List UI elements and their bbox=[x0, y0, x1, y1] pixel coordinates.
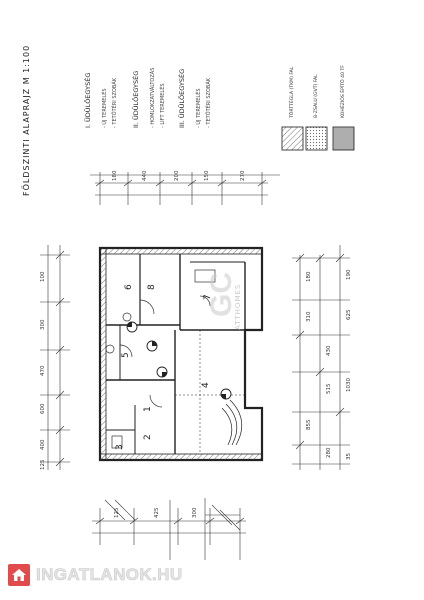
legend-swatch-dots bbox=[305, 126, 328, 151]
house-icon bbox=[8, 564, 30, 586]
dimension-label-left: 470 bbox=[40, 365, 46, 376]
dimension-label-right-outer: 625 bbox=[346, 309, 352, 320]
unit-2-item: - HOMLOKZATVÁLTOZÁS bbox=[150, 67, 156, 128]
room-label: 1 bbox=[143, 406, 153, 412]
plan-title: FÖLDSZINTI ALAPRAJZ M 1:100 bbox=[22, 44, 31, 196]
dimension-label-left: 400 bbox=[40, 439, 46, 450]
legend-label-dense: KOHÉZIÓS ÉPÍTŐ 40 TF bbox=[341, 65, 346, 118]
dimension-label-top: 270 bbox=[240, 170, 246, 181]
room-label: 4 bbox=[201, 382, 211, 388]
room-label: 7 bbox=[203, 294, 213, 300]
unit-1-item: - TETŐTÉRI SZOBÁK bbox=[112, 77, 118, 128]
legend bbox=[281, 126, 355, 151]
dimension-label-right-inner: 310 bbox=[306, 311, 312, 322]
room-label: 8 bbox=[147, 284, 157, 290]
left-dimension-chain bbox=[40, 245, 70, 470]
dimension-label-bottom: 425 bbox=[154, 507, 160, 518]
unit-2-title: II. ÜDÜLŐEGYSÉG bbox=[132, 70, 140, 128]
unit-3-item: - TETŐTÉRI SZOBÁK bbox=[206, 77, 212, 128]
bottom-dimension-chain bbox=[92, 508, 246, 560]
dimension-label-right-inner: 280 bbox=[326, 447, 332, 458]
dimension-label-right-inner: 180 bbox=[306, 271, 312, 282]
dimension-label-right-outer: 35 bbox=[346, 453, 352, 460]
unit-1-item: - ÚJ TEREMELÉS bbox=[102, 88, 108, 128]
unit-3-title: III. ÜDÜLŐEGYSÉG bbox=[178, 68, 186, 128]
site-logo[interactable]: INGATLANOK.HU bbox=[8, 561, 205, 589]
logo-text: INGATLANOK.HU bbox=[36, 565, 183, 585]
dimension-label-bottom: 300 bbox=[192, 507, 198, 518]
top-dimension-chain bbox=[95, 172, 268, 205]
unit-3-item: - ÚJ TEREMELÉS bbox=[196, 88, 202, 128]
dimension-label-left: 125 bbox=[40, 459, 46, 470]
dimension-label-right-inner: 515 bbox=[326, 383, 332, 394]
dimension-label-top: 180 bbox=[112, 170, 118, 181]
dimension-label-left: 600 bbox=[40, 403, 46, 414]
watermark-subtext: ATTHOMES bbox=[234, 283, 242, 330]
dimension-label-top: 200 bbox=[174, 170, 180, 181]
dimension-label-bottom: 125 bbox=[114, 507, 120, 518]
section-markers bbox=[126, 321, 232, 400]
dimension-label-left: 300 bbox=[40, 319, 46, 330]
room-label: 6 bbox=[124, 284, 134, 290]
fixtures bbox=[105, 269, 216, 449]
unit-1-title: I. ÜDÜLŐEGYSÉG bbox=[84, 72, 92, 128]
detail-drawing bbox=[104, 498, 241, 560]
dimension-label-right-outer: 190 bbox=[346, 269, 352, 280]
right-dimension-chain bbox=[292, 245, 350, 470]
room-label: 2 bbox=[143, 434, 153, 440]
dimension-label-left: 100 bbox=[40, 271, 46, 282]
dimension-label-right-inner: 855 bbox=[306, 419, 312, 430]
unit-2-item: - LIFT TEREMELÉS bbox=[160, 83, 166, 128]
legend-label-dots: B-ZSALU (GVT) FAL bbox=[314, 74, 319, 118]
room-label: 3 bbox=[115, 444, 125, 450]
room-label: 5 bbox=[121, 352, 131, 358]
legend-swatch-hatch bbox=[281, 126, 304, 151]
dimension-label-right-outer: 1030 bbox=[346, 378, 352, 392]
building-walls bbox=[98, 246, 264, 462]
dimension-label-right-inner: 430 bbox=[326, 345, 332, 356]
dimension-label-top: 440 bbox=[142, 170, 148, 181]
room-labels: 1 2 3 4 5 6 7 8 bbox=[115, 284, 213, 450]
legend-swatch-dense bbox=[332, 126, 355, 151]
dimension-label-top: 150 bbox=[204, 170, 210, 181]
legend-label-hatch: TÖRTTÉGLA (TKM) FAL bbox=[290, 66, 295, 118]
